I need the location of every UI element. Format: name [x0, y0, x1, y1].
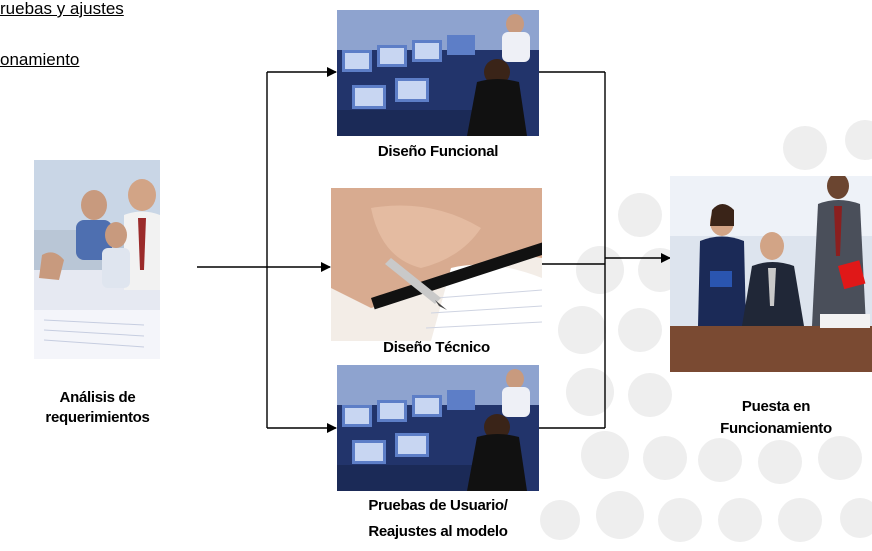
business-meeting-photo [34, 160, 160, 359]
caption-analisis: Análisis de requerimientos [45, 389, 150, 426]
caption-pruebas: Pruebas de Usuario/ Reajustes al modelo [368, 497, 508, 540]
caption-diseno-tecnico: Diseño Técnico [383, 339, 490, 356]
computer-room-photo-pruebas [337, 365, 539, 491]
business-team-photo [670, 176, 872, 372]
caption-diseno-funcional: Diseño Funcional [377, 143, 499, 160]
caption-puesta: Puesta en Funcionamiento [720, 398, 832, 437]
header-line-2: onamiento [0, 50, 80, 69]
header-line-1: ruebas y ajustes [0, 0, 124, 18]
computer-room-photo-funcional [337, 10, 539, 136]
pen-writing-photo [331, 188, 542, 341]
